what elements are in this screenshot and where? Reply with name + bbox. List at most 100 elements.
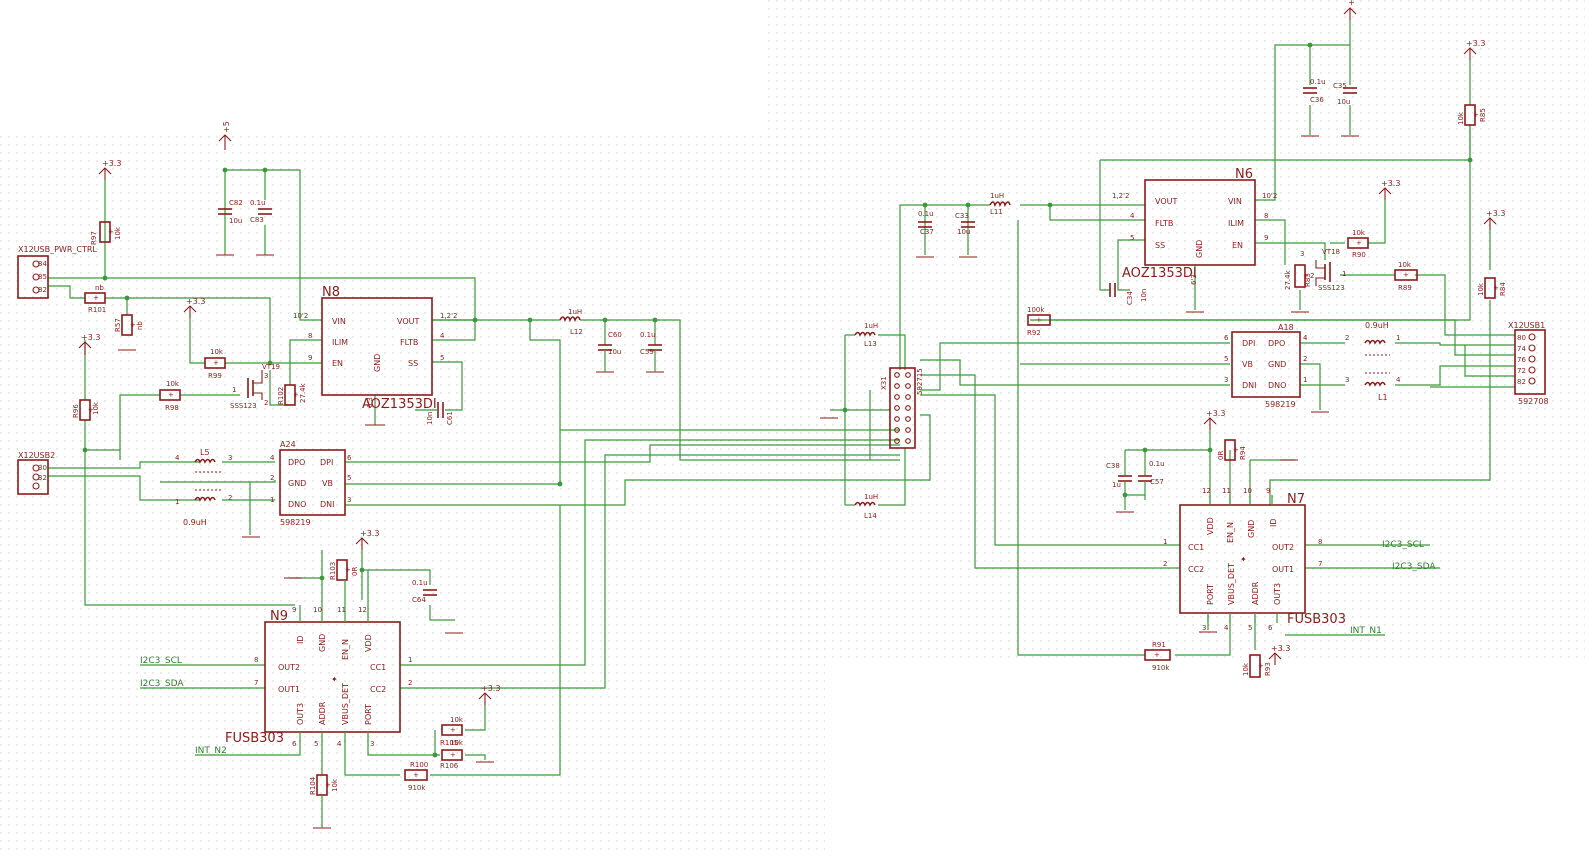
net-label-int-n2: INT_N2 bbox=[195, 746, 227, 756]
svg-text:L12: L12 bbox=[570, 328, 583, 336]
svg-text:OUT3: OUT3 bbox=[1273, 583, 1282, 605]
svg-text:11: 11 bbox=[337, 606, 346, 614]
svg-text:10u: 10u bbox=[229, 217, 242, 225]
svg-text:4: 4 bbox=[440, 332, 445, 340]
resistor-r96: + R96 10k bbox=[72, 399, 100, 421]
supply-33-r85: +3.3 bbox=[1463, 39, 1485, 60]
svg-text:VIN: VIN bbox=[1228, 197, 1242, 206]
svg-text:10k: 10k bbox=[1477, 282, 1485, 296]
svg-text:3: 3 bbox=[228, 454, 232, 462]
svg-text:10u: 10u bbox=[608, 348, 621, 356]
svg-text:FUSB303: FUSB303 bbox=[1287, 612, 1346, 627]
inductor-l11: 1uH L11 bbox=[989, 192, 1011, 216]
svg-text:3: 3 bbox=[1224, 376, 1228, 384]
svg-text:VOUT: VOUT bbox=[397, 317, 419, 326]
svg-text:0.1u: 0.1u bbox=[1310, 78, 1326, 86]
svg-text:+: + bbox=[1473, 111, 1479, 119]
svg-text:+: + bbox=[450, 751, 456, 759]
svg-text:6: 6 bbox=[347, 454, 352, 462]
svg-text:+3.3: +3.3 bbox=[186, 297, 205, 306]
svg-text:R106: R106 bbox=[440, 762, 459, 770]
capacitor-c82: C82 10u bbox=[218, 199, 243, 225]
svg-text:EN: EN bbox=[1232, 241, 1243, 250]
svg-text:OUT2: OUT2 bbox=[278, 663, 300, 672]
svg-text:C64: C64 bbox=[412, 596, 426, 604]
net-label-i2c3-sda-left: I2C3_SDA bbox=[140, 679, 184, 689]
resistor-r104: + R104 10k bbox=[309, 774, 339, 828]
svg-text:10k: 10k bbox=[450, 716, 464, 724]
svg-text:6: 6 bbox=[292, 740, 297, 748]
svg-text:2: 2 bbox=[408, 679, 412, 687]
svg-text:+3.3: +3.3 bbox=[481, 684, 500, 693]
svg-text:L5: L5 bbox=[200, 448, 210, 457]
svg-text:1uH: 1uH bbox=[864, 322, 878, 330]
svg-text:+: + bbox=[1403, 271, 1409, 279]
svg-text:ILIM: ILIM bbox=[1228, 219, 1244, 228]
svg-text:✦: ✦ bbox=[331, 675, 338, 684]
svg-text:1: 1 bbox=[1342, 270, 1346, 278]
svg-text:CC1: CC1 bbox=[1188, 543, 1204, 552]
svg-text:30: 30 bbox=[38, 464, 47, 472]
svg-text:R97: R97 bbox=[90, 231, 98, 245]
svg-text:+5: +5 bbox=[222, 121, 231, 133]
svg-text:10'2: 10'2 bbox=[1262, 192, 1277, 200]
svg-text:L1: L1 bbox=[1378, 393, 1388, 402]
capacitor-c57: 0.1u C57 bbox=[1125, 460, 1165, 496]
svg-text:1: 1 bbox=[1303, 376, 1307, 384]
svg-text:1: 1 bbox=[175, 498, 179, 506]
svg-text:+3.3: +3.3 bbox=[1381, 179, 1400, 188]
svg-text:GND: GND bbox=[1195, 240, 1204, 258]
svg-text:R104: R104 bbox=[309, 776, 317, 795]
supply-33-r105: +3.3 bbox=[478, 684, 500, 705]
svg-text:80: 80 bbox=[1517, 334, 1526, 342]
svg-text:+3.3: +3.3 bbox=[1466, 39, 1485, 48]
svg-text:2: 2 bbox=[1303, 355, 1307, 363]
svg-text:PORT: PORT bbox=[364, 704, 373, 725]
svg-text:R98: R98 bbox=[165, 404, 179, 412]
svg-text:ID: ID bbox=[296, 635, 305, 644]
svg-text:5: 5 bbox=[347, 474, 351, 482]
svg-text:8: 8 bbox=[1318, 538, 1322, 546]
supply-33-r93: +3.3 bbox=[1268, 644, 1290, 665]
svg-text:1,2'2: 1,2'2 bbox=[440, 312, 458, 320]
svg-text:2: 2 bbox=[1310, 272, 1314, 280]
svg-text:C57: C57 bbox=[1150, 478, 1164, 486]
net-label-i2c3-sda-right: I2C3_SDA bbox=[1392, 562, 1436, 572]
capacitor-c34: C34 10n bbox=[1109, 283, 1148, 305]
svg-text:N9: N9 bbox=[270, 609, 288, 624]
svg-text:12: 12 bbox=[358, 606, 367, 614]
resistor-r90: + 10k R90 bbox=[1347, 229, 1369, 259]
svg-text:+: + bbox=[213, 359, 219, 367]
svg-text:12: 12 bbox=[1202, 487, 1211, 495]
svg-text:A24: A24 bbox=[280, 440, 296, 449]
svg-text:+: + bbox=[130, 321, 136, 329]
svg-text:6'3: 6'3 bbox=[1190, 274, 1198, 285]
svg-text:82: 82 bbox=[1517, 378, 1526, 386]
svg-text:1,2'2: 1,2'2 bbox=[1112, 192, 1130, 200]
svg-text:9: 9 bbox=[1264, 234, 1268, 242]
svg-text:CC2: CC2 bbox=[370, 685, 386, 694]
svg-text:100k: 100k bbox=[1027, 306, 1045, 314]
net-label-i2c3-scl-right: I2C3_SCL bbox=[1382, 540, 1424, 550]
svg-text:3: 3 bbox=[370, 740, 374, 748]
svg-text:VB: VB bbox=[322, 479, 333, 488]
connector-x12usb1: X12USB1 592708 80 74 76 72 82 bbox=[1508, 321, 1549, 406]
svg-text:8: 8 bbox=[1264, 212, 1268, 220]
svg-text:7: 7 bbox=[254, 679, 258, 687]
svg-text:DNI: DNI bbox=[1242, 381, 1257, 390]
svg-text:+3.3: +3.3 bbox=[1271, 644, 1290, 653]
svg-text:C34: C34 bbox=[1126, 291, 1134, 305]
svg-text:CC1: CC1 bbox=[370, 663, 386, 672]
svg-text:2: 2 bbox=[228, 494, 232, 502]
svg-text:0.1u: 0.1u bbox=[918, 210, 934, 218]
svg-text:EN_N: EN_N bbox=[341, 639, 350, 660]
svg-text:FLTB: FLTB bbox=[1155, 219, 1173, 228]
svg-text:10u: 10u bbox=[1337, 98, 1350, 106]
resistor-r99: + 10k R99 bbox=[204, 348, 226, 380]
svg-text:5: 5 bbox=[1130, 234, 1134, 242]
svg-text:GND: GND bbox=[288, 479, 306, 488]
svg-text:C37: C37 bbox=[920, 228, 934, 236]
svg-text:VIN: VIN bbox=[332, 317, 346, 326]
svg-text:L11: L11 bbox=[990, 208, 1003, 216]
